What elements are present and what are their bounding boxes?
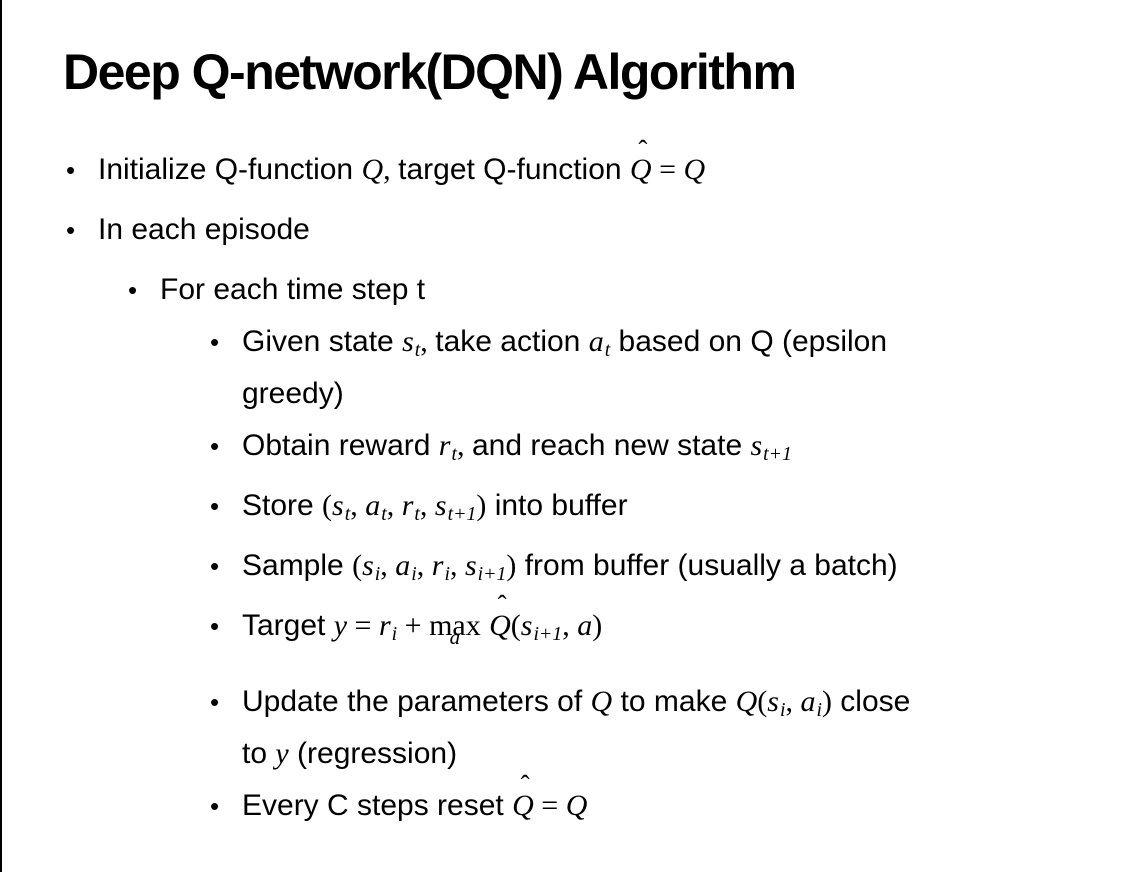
bullet-item: • Given state st, take action at based on…: [2, 320, 1117, 416]
bullet-icon: •: [210, 430, 220, 461]
bullet-text: Initialize Q-function Q, target Q-functi…: [98, 134, 705, 192]
bullet-list: • Initialize Q-function Q, target Q-funct…: [2, 134, 1117, 836]
bullet-text: Obtain reward rt, and reach new state st…: [242, 428, 792, 465]
bullet-icon: •: [210, 686, 220, 717]
bullet-icon: •: [66, 215, 76, 245]
bullet-icon: •: [210, 327, 220, 357]
bullet-icon: •: [210, 610, 220, 641]
bullet-text: Given state st, take action at based on …: [242, 325, 888, 410]
slide-title: Deep Q-network(DQN) Algorithm: [63, 44, 797, 100]
bullet-icon: •: [66, 155, 76, 185]
bullet-icon: •: [210, 550, 220, 581]
bullet-icon: •: [128, 275, 138, 305]
bullet-text: In each episode: [98, 213, 310, 246]
bullet-text: Update the parameters of Q to make Q(si,…: [242, 684, 911, 770]
bullet-icon: •: [210, 790, 220, 821]
bullet-item: • Update the parameters of Q to make Q(si…: [2, 680, 1117, 776]
bullet-text: Sample (si, ai, ri, si+1) from buffer (u…: [242, 548, 898, 585]
bullet-item: • For each time step t: [2, 268, 1117, 312]
bullet-icon: •: [210, 490, 220, 521]
bullet-item: • Initialize Q-function Q, target Q-funct…: [2, 134, 1117, 192]
bullet-item: • Obtain reward rt, and reach new state s…: [2, 424, 1117, 476]
bullet-text: For each time step t: [160, 273, 426, 306]
bullet-text: Store (st, at, rt, st+1) into buffer: [242, 488, 628, 525]
bullet-item: • Store (st, at, rt, st+1) into buffer: [2, 484, 1117, 536]
bullet-item: • Sample (si, ai, ri, si+1) from buffer (…: [2, 544, 1117, 596]
bullet-item: • In each episode: [2, 208, 1117, 252]
